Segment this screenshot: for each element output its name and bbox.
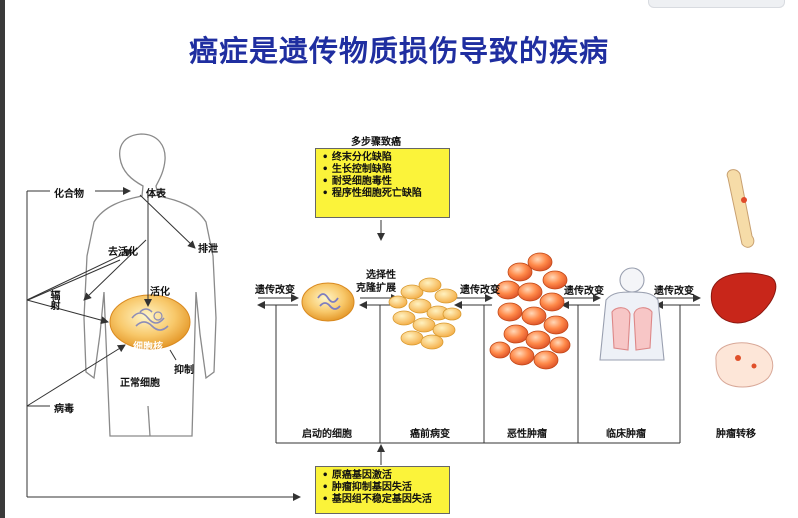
top-box-item: 终末分化缺陷 <box>332 152 443 164</box>
bottom-box-item: 肿瘤抑制基因失活 <box>332 482 443 494</box>
body-nucleus-illustration <box>109 294 191 350</box>
top-box-item: 程序性细胞死亡缺陷 <box>332 188 443 200</box>
label-activation: 活化 <box>150 287 170 298</box>
stage-label-premalignant: 癌前病变 <box>410 429 450 440</box>
metastasis-brain <box>715 342 774 388</box>
label-chemicals: 化合物 <box>54 189 84 200</box>
stage-label-initiated: 启动的细胞 <box>302 429 352 440</box>
metastasis-bone <box>726 169 755 248</box>
top-box-heading: 多步骤致癌 <box>351 137 401 148</box>
label-radiation: 辐射 <box>48 290 59 310</box>
label-selective-2: 克隆扩展 <box>356 283 396 294</box>
initiated-cell-illustration <box>301 282 355 322</box>
label-selective-1: 选择性 <box>366 270 396 281</box>
bottom-bracket <box>275 305 681 465</box>
label-genetic-change-4: 遗传改变 <box>654 286 694 297</box>
label-genetic-change-1: 遗传改变 <box>255 285 295 296</box>
label-deactivation: 去活化 <box>108 247 138 258</box>
label-in-vivo: 体表 <box>146 189 166 200</box>
label-excretion: 排泄 <box>198 244 218 255</box>
label-inhibit: 抑制 <box>174 365 194 376</box>
bottom-box: 原癌基因激活 肿瘤抑制基因失活 基因组不稳定基因失活 <box>315 466 450 514</box>
premalignant-cluster <box>388 277 462 350</box>
bottom-box-item: 基因组不稳定基因失活 <box>332 494 443 506</box>
bottom-box-item: 原癌基因激活 <box>332 470 443 482</box>
stage-arrows <box>257 294 701 309</box>
label-genetic-change-2: 遗传改变 <box>460 285 500 296</box>
slide-title: 癌症是遗传物质损伤导致的疾病 <box>188 34 609 68</box>
body-pathway-lines <box>26 187 301 501</box>
human-body-silhouette <box>83 133 217 437</box>
top-box-item: 生长控制缺陷 <box>332 164 443 176</box>
top-box: 终末分化缺陷 生长控制缺陷 耐受细胞毒性 程序性细胞死亡缺陷 <box>315 148 450 218</box>
malignant-cluster <box>489 252 571 370</box>
label-normal-cell: 正常细胞 <box>120 378 160 389</box>
stage-label-malignant: 恶性肿瘤 <box>507 429 547 440</box>
label-nucleus: 细胞核 <box>133 342 163 353</box>
label-genetic-change-3: 遗传改变 <box>564 286 604 297</box>
top-box-item: 耐受细胞毒性 <box>332 176 443 188</box>
label-virus: 病毒 <box>54 404 74 415</box>
stage-label-clinical: 临床肿瘤 <box>606 429 646 440</box>
top-tab <box>648 0 785 8</box>
stage-label-metastasis: 肿瘤转移 <box>716 429 756 440</box>
window-edge <box>0 0 5 518</box>
metastasis-liver <box>710 272 777 324</box>
clinical-torso-illustration <box>599 267 665 361</box>
